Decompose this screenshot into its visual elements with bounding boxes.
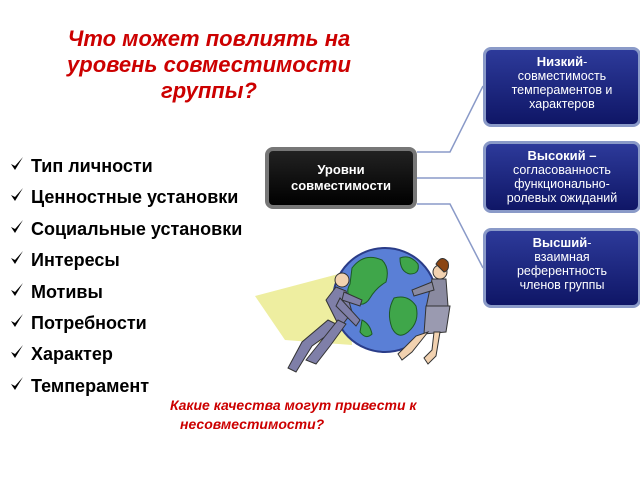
level-box-highest: Высший- взаимная референтность членов гр… bbox=[483, 228, 640, 308]
level-desc: совместимость bbox=[517, 69, 607, 83]
level-desc: функционально- bbox=[514, 177, 610, 191]
checkmark-icon bbox=[11, 313, 23, 327]
level-desc: взаимная bbox=[534, 250, 590, 264]
slide-title: Что может повлиять на уровень совместимо… bbox=[14, 26, 404, 104]
checkmark-icon bbox=[11, 157, 23, 170]
factor-item: Социальные установки bbox=[10, 216, 242, 247]
level-name: Высший bbox=[532, 235, 588, 250]
factor-item: Интересы bbox=[10, 247, 242, 278]
center-box-line: Уровни bbox=[317, 162, 365, 177]
checkmark-icon bbox=[11, 251, 23, 265]
checkmark-icon bbox=[11, 345, 23, 359]
level-desc: референтность bbox=[516, 264, 607, 278]
factor-label: Ценностные установки bbox=[31, 187, 239, 208]
compatibility-levels-box: Уровни совместимости bbox=[265, 147, 417, 209]
level-name: Низкий bbox=[536, 54, 584, 69]
factor-item: Ценностные установки bbox=[10, 184, 242, 215]
factor-item: Потребности bbox=[10, 310, 242, 341]
level-desc: ролевых ожиданий bbox=[506, 191, 618, 205]
globe-icon bbox=[332, 247, 438, 353]
level-separator: - bbox=[583, 55, 588, 69]
level-desc: согласованность bbox=[513, 163, 611, 177]
checkmark-icon bbox=[11, 376, 23, 390]
title-line: группы? bbox=[161, 78, 257, 103]
man-figure bbox=[287, 272, 363, 373]
level-box-high: Высокий – согласованность функционально-… bbox=[483, 141, 640, 213]
factor-list: Тип личности Ценностные установки Социал… bbox=[10, 153, 242, 404]
factor-label: Характер bbox=[31, 344, 113, 365]
title-line: уровень совместимости bbox=[67, 52, 351, 77]
level-desc: членов группы bbox=[519, 278, 605, 292]
factor-label: Мотивы bbox=[31, 281, 103, 302]
level-box-low: Низкий- совместимость темпераментов и ха… bbox=[483, 47, 640, 127]
factor-label: Тип личности bbox=[31, 156, 153, 176]
level-separator: - bbox=[587, 236, 592, 250]
factor-item: Характер bbox=[10, 341, 242, 372]
level-desc: характеров bbox=[529, 97, 595, 111]
checkmark-icon bbox=[11, 188, 23, 202]
factor-item: Темперамент bbox=[10, 373, 242, 404]
connector-lines bbox=[417, 85, 484, 269]
title-line: Что может повлиять на bbox=[67, 26, 351, 51]
woman-figure bbox=[397, 258, 451, 365]
question-line: Какие качества могут привести к bbox=[170, 397, 417, 413]
question-text: Какие качества могут привести к несовмес… bbox=[170, 396, 417, 434]
question-line: несовместимости? bbox=[180, 416, 325, 432]
factor-item: Тип личности bbox=[10, 153, 242, 184]
factor-label: Интересы bbox=[31, 250, 120, 271]
factor-label: Социальные установки bbox=[31, 218, 243, 239]
level-desc: темпераментов и bbox=[511, 83, 613, 97]
factor-label: Потребности bbox=[31, 312, 147, 333]
level-name: Высокий – bbox=[527, 148, 597, 163]
checkmark-icon bbox=[11, 219, 23, 233]
center-box-line: совместимости bbox=[290, 178, 392, 193]
factor-label: Темперамент bbox=[31, 375, 150, 396]
checkmark-icon bbox=[11, 282, 23, 296]
factor-item: Мотивы bbox=[10, 279, 242, 310]
